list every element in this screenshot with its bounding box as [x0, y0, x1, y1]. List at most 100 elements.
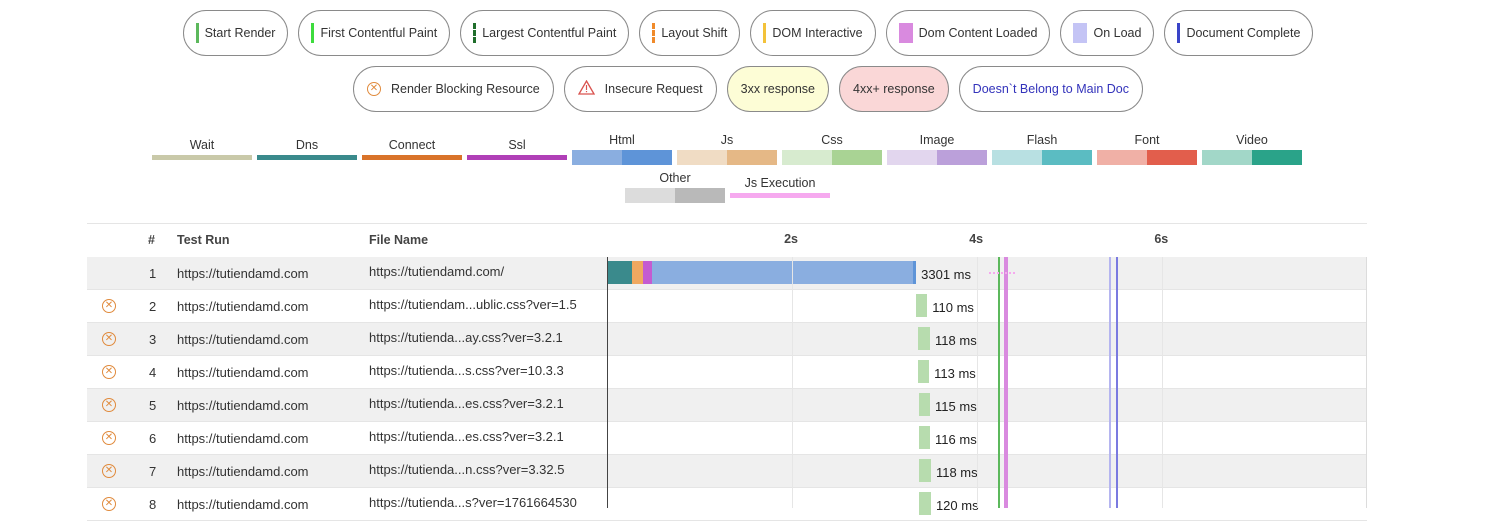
legend-on-load[interactable]: On Load	[1060, 10, 1155, 56]
dom-content-loaded-line	[1004, 257, 1009, 508]
swatch-part	[887, 150, 937, 165]
file-name-cell[interactable]: https://tutienda...n.css?ver=3.32.5	[369, 462, 565, 477]
swatch-part	[675, 188, 725, 203]
timing-segment	[631, 261, 644, 284]
row-number: 5	[149, 398, 157, 413]
timing-segment	[918, 492, 931, 515]
duration-label: 118 ms	[935, 333, 977, 348]
legend-layout-shift[interactable]: Layout Shift	[639, 10, 741, 56]
header-test-run: Test Run	[177, 233, 230, 247]
legend-label: 3xx response	[740, 82, 816, 96]
timing-legend-label: Flash	[1026, 133, 1058, 147]
video-swatch	[1202, 150, 1302, 165]
legend-largest-contentful-paint[interactable]: Largest Contentful Paint	[460, 10, 630, 56]
font-swatch	[1097, 150, 1197, 165]
legend-label: Layout Shift	[661, 26, 728, 40]
timing-legend-ssl: Ssl	[467, 138, 567, 160]
test-run-cell: https://tutiendamd.com	[177, 464, 309, 479]
timing-legend-js-execution: Js Execution	[730, 176, 830, 198]
swatch-part	[622, 150, 672, 165]
render-blocking-icon: ✕	[102, 332, 116, 346]
timing-segment	[643, 261, 653, 284]
time-tick-2s: 2s	[784, 232, 799, 246]
js-swatch	[677, 150, 777, 165]
legend-dom-interactive[interactable]: DOM Interactive	[750, 10, 876, 56]
legend-start-render[interactable]: Start Render	[182, 10, 289, 56]
timing-legend-label: Css	[821, 133, 843, 147]
timing-segment	[607, 261, 632, 284]
row-number: 2	[149, 299, 157, 314]
legend-3xx-response[interactable]: 3xx response	[726, 66, 830, 112]
timing-legend-label: Wait	[189, 138, 215, 152]
swatch-part	[467, 155, 567, 160]
gridline-6s	[1162, 257, 1164, 508]
legend-dom-content-loaded[interactable]: Dom Content Loaded	[885, 10, 1051, 56]
timing-legend-connect: Connect	[362, 138, 462, 160]
timing-legend-video: Video	[1202, 133, 1302, 165]
timing-segment	[913, 261, 917, 284]
timing-segment	[918, 459, 931, 482]
timing-segment	[918, 393, 931, 416]
legend-document-complete[interactable]: Document Complete	[1164, 10, 1314, 56]
time-tick-6s: 6s	[1154, 232, 1169, 246]
timing-legend-flash: Flash	[992, 133, 1092, 165]
legend-label: 4xx+ response	[853, 82, 935, 96]
duration-label: 113 ms	[934, 366, 976, 381]
legend-render-blocking-resource[interactable]: ✕Render Blocking Resource	[352, 66, 554, 112]
legend-label: Dom Content Loaded	[918, 26, 1038, 40]
file-name-cell[interactable]: https://tutienda...es.css?ver=3.2.1	[369, 429, 564, 444]
file-name-cell[interactable]: https://tutiendamd.com/	[369, 264, 505, 279]
timing-legend-label: Dns	[295, 138, 319, 152]
row-number: 7	[149, 464, 157, 479]
legend-insecure-request[interactable]: Insecure Request	[563, 66, 717, 112]
render-blocking-icon: ✕	[102, 365, 116, 379]
legend-4xx-response[interactable]: 4xx+ response	[839, 66, 949, 112]
header-num: #	[148, 233, 155, 247]
file-name-cell[interactable]: https://tutienda...ay.css?ver=3.2.1	[369, 330, 563, 345]
test-run-cell: https://tutiendamd.com	[177, 299, 309, 314]
swatch-part	[727, 150, 777, 165]
legend-label: Document Complete	[1186, 26, 1301, 40]
legend-doesn-t-belong-to-main-doc[interactable]: Doesn`t Belong to Main Doc	[958, 66, 1144, 112]
legend-label: First Contentful Paint	[320, 26, 438, 40]
event-legend: Start Render First Contentful Paint Larges…	[0, 10, 1496, 56]
legend-label: On Load	[1093, 26, 1142, 40]
swatch-part	[257, 155, 357, 160]
on-load-line	[1108, 257, 1111, 508]
timing-legend-label: Video	[1236, 133, 1268, 147]
render-blocking-icon: ✕	[102, 497, 116, 511]
timing-legend-label: Ssl	[508, 138, 526, 152]
swatch-part	[730, 193, 830, 198]
timing-segment	[918, 426, 931, 449]
file-name-cell[interactable]: https://tutienda...s.css?ver=10.3.3	[369, 363, 564, 378]
connect-swatch	[362, 155, 462, 160]
timing-legend-label: Connect	[388, 138, 436, 152]
timing-legend-label: Js Execution	[744, 176, 816, 190]
timing-legend-font: Font	[1097, 133, 1197, 165]
swatch-part	[572, 150, 622, 165]
render-blocking-icon: ✕	[366, 82, 381, 96]
timeline-axis-line	[607, 257, 608, 508]
legend-label: Insecure Request	[604, 82, 703, 96]
legend-first-contentful-paint[interactable]: First Contentful Paint	[298, 10, 451, 56]
file-name-cell[interactable]: https://tutiendam...ublic.css?ver=1.5	[369, 297, 577, 312]
swatch-part	[782, 150, 832, 165]
render-blocking-icon: ✕	[102, 398, 116, 412]
on-load-marker	[1073, 23, 1088, 43]
row-number: 3	[149, 332, 157, 347]
other-swatch	[625, 188, 725, 203]
file-name-cell[interactable]: https://tutienda...s?ver=1761664530	[369, 495, 577, 510]
timing-legend-js: Js	[677, 133, 777, 165]
document-complete-line	[1116, 257, 1119, 508]
row-number: 6	[149, 431, 157, 446]
header-file-name: File Name	[369, 233, 429, 247]
file-name-cell[interactable]: https://tutienda...es.css?ver=3.2.1	[369, 396, 564, 411]
